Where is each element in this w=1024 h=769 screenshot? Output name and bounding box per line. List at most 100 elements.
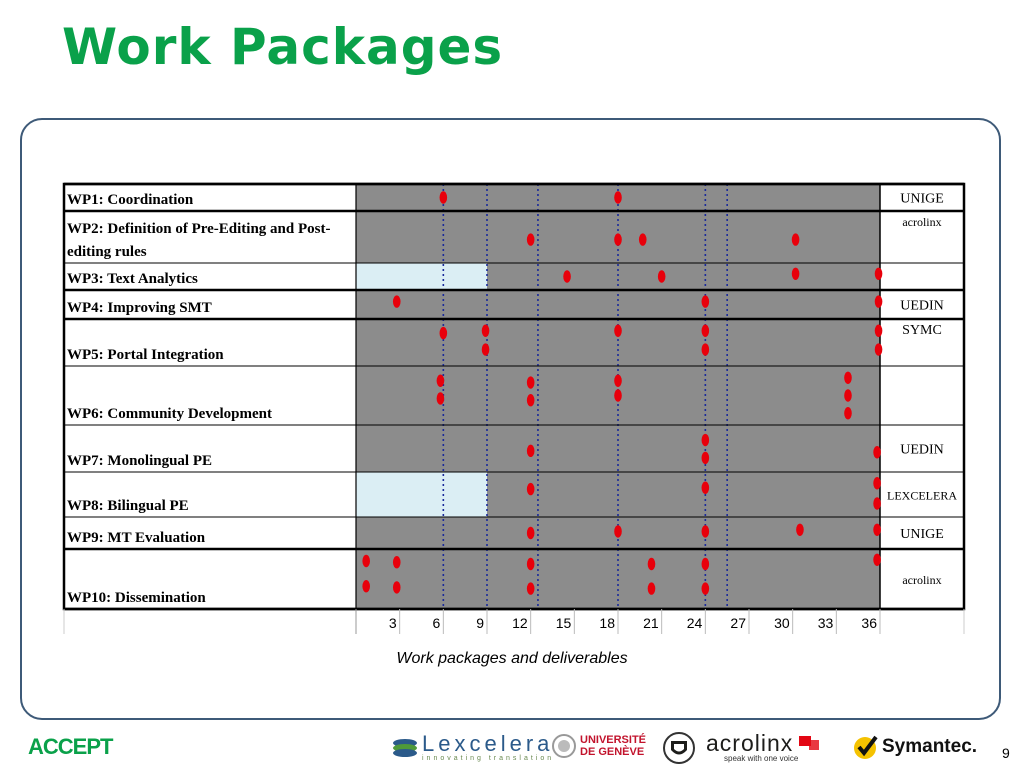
deliverable-marker	[526, 526, 535, 540]
deliverable-marker	[844, 389, 852, 402]
deliverable-marker	[701, 451, 710, 465]
deliverable-marker	[873, 553, 881, 566]
row-label: WP3: Text Analytics	[67, 271, 198, 287]
deliverable-marker	[526, 482, 535, 496]
axis-tick-label: 9	[476, 615, 484, 631]
deliverable-marker	[873, 477, 881, 490]
axis-tick-label: 21	[643, 615, 659, 631]
deliverable-marker	[638, 233, 647, 246]
deliverable-marker	[874, 295, 883, 308]
deliverable-marker	[392, 295, 401, 308]
row-label: WP9: MT Evaluation	[67, 530, 206, 546]
deliverable-marker	[614, 374, 622, 387]
label-column	[64, 184, 356, 609]
deliverable-marker	[614, 389, 622, 402]
deliverable-marker	[647, 582, 656, 595]
table-border	[62, 182, 966, 611]
deliverable-marker	[392, 556, 401, 569]
row-label: WP4: Improving SMT	[67, 300, 212, 316]
deliverable-marker	[701, 324, 710, 337]
lexcelera-emblem-icon	[393, 738, 417, 757]
deliverable-marker	[647, 557, 656, 571]
acrolinx-name: acrolinx	[706, 730, 794, 756]
deliverable-marker	[481, 324, 490, 337]
deliverable-marker	[701, 343, 710, 356]
symantec-name: Symantec.	[882, 736, 978, 757]
acrolinx-tagline: speak with one voice	[724, 754, 799, 763]
inactive-segment	[356, 263, 487, 290]
deliverable-marker	[526, 376, 535, 389]
deliverable-marker	[614, 525, 622, 538]
deliverable-marker	[481, 343, 490, 356]
deliverable-marker	[874, 324, 883, 337]
axis-tick-label: 6	[433, 615, 441, 631]
axis-tick-label: 27	[730, 615, 746, 631]
lexcelera-name: Lexcelera	[422, 731, 554, 756]
deliverable-marker	[436, 392, 445, 405]
axis-tick-label: 15	[556, 615, 572, 631]
row-label: WP2: Definition of Pre-Editing and Post-	[67, 221, 330, 237]
deliverable-marker	[873, 446, 881, 459]
unige-logo: UNIVERSITÉ DE GENÈVE	[552, 733, 646, 759]
unige-line1: UNIVERSITÉ	[580, 734, 647, 746]
inactive-segment	[356, 472, 487, 517]
row-label: editing rules	[67, 244, 147, 260]
leader-label: SYMC	[902, 323, 942, 338]
deliverable-marker	[844, 371, 852, 384]
axis-tick-label: 24	[687, 615, 703, 631]
slide-title: Work Packages	[62, 18, 504, 76]
deliverable-marker	[526, 444, 535, 458]
axis-tick-label: 18	[599, 615, 615, 631]
symantec-logo: Symantec.	[852, 733, 977, 761]
leader-label: UEDIN	[900, 443, 944, 458]
leader-column	[880, 184, 964, 609]
unige-seal-icon	[552, 734, 576, 758]
deliverable-marker	[791, 267, 800, 280]
deliverable-marker	[874, 343, 883, 356]
content-frame	[20, 118, 1001, 720]
deliverable-marker	[873, 523, 881, 536]
deliverable-marker	[526, 582, 535, 595]
deliverable-marker	[614, 191, 622, 204]
deliverable-marker	[701, 582, 710, 595]
deliverable-marker	[844, 407, 852, 420]
unige-line2: DE GENÈVE	[580, 746, 645, 758]
axis-tick-label: 36	[861, 615, 877, 631]
leader-label: LEXCELERA	[887, 489, 957, 503]
deliverable-marker	[701, 557, 710, 571]
deliverable-marker	[439, 326, 448, 340]
row-label: WP1: Coordination	[67, 192, 194, 208]
row-label: WP7: Monolingual PE	[67, 453, 212, 469]
deliverable-marker	[701, 433, 710, 447]
deliverable-marker	[873, 497, 881, 510]
deliverable-marker	[526, 394, 535, 407]
deliverable-marker	[614, 324, 622, 337]
deliverable-marker	[657, 270, 666, 283]
lexcelera-logo: Lexcelera innovating translation	[392, 733, 554, 762]
deliverable-marker	[701, 481, 710, 494]
deliverable-marker	[874, 267, 883, 280]
row-label: WP6: Community Development	[67, 406, 272, 422]
leader-label: UNIGE	[900, 527, 944, 542]
axis-tick-label: 12	[512, 615, 528, 631]
deliverable-marker	[701, 525, 710, 538]
lexcelera-tagline: innovating translation	[422, 755, 555, 762]
leader-label: UEDIN	[900, 299, 944, 314]
edinburgh-crest-icon	[663, 732, 695, 764]
leader-label: acrolinx	[902, 573, 941, 587]
edinburgh-logo	[662, 732, 696, 769]
deliverable-marker	[526, 557, 535, 571]
acrolinx-flag-icon	[799, 736, 820, 750]
deliverable-marker	[791, 233, 800, 246]
symantec-check-icon	[854, 735, 878, 759]
deliverable-marker	[614, 233, 622, 246]
axis-tick-label: 3	[389, 615, 397, 631]
row-label: WP10: Dissemination	[67, 590, 206, 606]
acrolinx-logo: acrolinx speak with one voice	[706, 732, 821, 763]
deliverable-marker	[392, 581, 401, 594]
deliverable-marker	[362, 580, 370, 593]
deliverable-marker	[526, 233, 535, 246]
row-label: WP5: Portal Integration	[67, 347, 224, 363]
deliverable-marker	[436, 374, 445, 387]
